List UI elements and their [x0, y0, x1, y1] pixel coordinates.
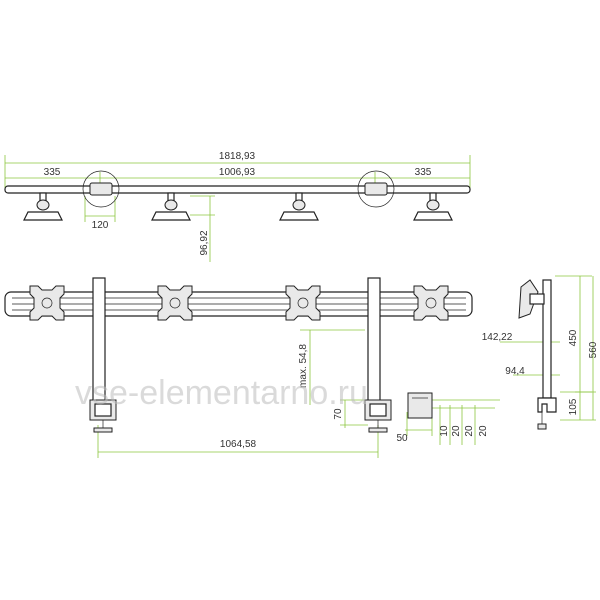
- dim-clamp-detail-width: 50: [396, 433, 408, 444]
- top-view-clamp-right: [364, 182, 388, 196]
- dim-clamp-detail-4: 20: [478, 425, 489, 437]
- dim-pole-spacing: 1064,58: [220, 439, 257, 450]
- dim-left-overhang: 335: [44, 167, 61, 178]
- dim-center-span: 1006,93: [219, 167, 256, 178]
- top-view-crossbar: [4, 185, 471, 194]
- top-view-clamp-circle-right: [357, 170, 395, 208]
- top-view-clamp-left: [89, 182, 113, 196]
- dim-max-height: max. 54,8: [298, 344, 309, 388]
- dim-pole-height: 450: [568, 329, 579, 346]
- clamp-detail-block: [407, 392, 433, 419]
- front-view-vesa-plate-4: [413, 285, 449, 321]
- dim-clamp-detail-3: 20: [464, 425, 475, 437]
- front-view-desk-clamp-right: [364, 399, 392, 433]
- watermark: vse-elementarno.ru: [75, 374, 368, 412]
- dim-mount-depth: 96,92: [199, 230, 210, 255]
- top-view: 1818,93 335 1006,93 335 120 96,92: [4, 151, 471, 262]
- front-view-vesa-plate-1: [29, 285, 65, 321]
- dim-clamp-detail-2: 20: [451, 425, 462, 437]
- top-view-clamp-circle-left: [82, 170, 120, 208]
- front-view-pole-right: [367, 277, 381, 409]
- dim-base-height: 105: [568, 398, 579, 415]
- side-view-desk-clamp: [537, 397, 557, 413]
- dim-clamp-detail-1: 10: [439, 425, 450, 437]
- dim-clamp-width: 120: [92, 220, 109, 231]
- side-view: 142,22 94,4 450 560 105: [482, 275, 599, 430]
- dim-right-overhang: 335: [415, 167, 432, 178]
- front-view-desk-clamp-left: [89, 399, 117, 433]
- front-view-vesa-plate-2: [157, 285, 193, 321]
- top-view-mount-4: [413, 192, 453, 221]
- front-view-vesa-plate-3: [285, 285, 321, 321]
- dim-base-depth: 94,4: [505, 366, 525, 377]
- top-view-mount-3: [279, 192, 319, 221]
- dim-total-height: 560: [588, 341, 599, 358]
- clamp-detail: 50 10 20 20 20: [396, 392, 500, 445]
- dim-clamp-height: 70: [333, 408, 344, 420]
- dim-arm-reach: 142,22: [482, 332, 513, 343]
- side-view-dimension-lines: [500, 275, 596, 421]
- front-view: 1064,58 max. 54,8 70: [4, 277, 473, 458]
- top-view-mount-2: [151, 192, 191, 221]
- dim-overall-length: 1818,93: [219, 151, 256, 162]
- top-view-mount-1: [23, 192, 63, 221]
